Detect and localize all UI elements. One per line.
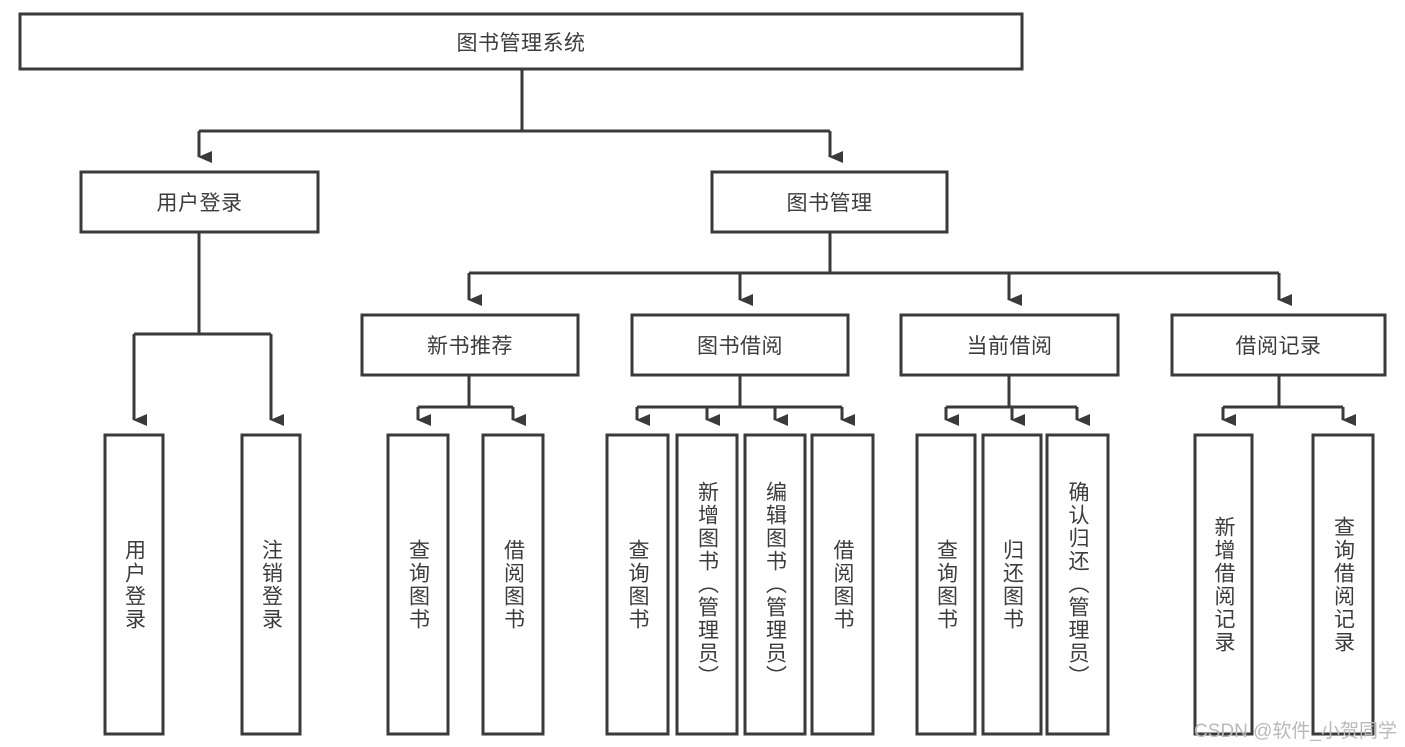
node-box-leaf-add-record[interactable]: [1193, 433, 1254, 736]
node-box-leaf-logout[interactable]: [240, 433, 302, 736]
node-box-leaf-user-login[interactable]: [103, 433, 165, 736]
node-box-root[interactable]: [18, 12, 1024, 71]
node-box-leaf-borrow-book-rec[interactable]: [481, 433, 545, 736]
node-box-book-manage[interactable]: [710, 170, 949, 234]
node-box-new-book-rec[interactable]: [360, 313, 580, 377]
node-box-leaf-query-book-cur[interactable]: [915, 433, 977, 736]
node-box-leaf-query-book[interactable]: [605, 433, 670, 736]
node-box-user-login[interactable]: [79, 170, 320, 234]
node-box-leaf-confirm-return[interactable]: [1045, 433, 1110, 736]
node-box-current-borrow[interactable]: [899, 313, 1120, 377]
node-box-leaf-edit-book[interactable]: [743, 433, 807, 736]
node-box-borrow-record[interactable]: [1170, 313, 1387, 377]
node-box-leaf-query-record[interactable]: [1311, 433, 1375, 736]
node-box-leaf-query-book-rec[interactable]: [386, 433, 450, 736]
node-box-leaf-add-book[interactable]: [675, 433, 739, 736]
node-box-leaf-return-book[interactable]: [981, 433, 1043, 736]
node-box-leaf-borrow-book[interactable]: [810, 433, 875, 736]
node-box-book-borrow[interactable]: [630, 313, 850, 377]
